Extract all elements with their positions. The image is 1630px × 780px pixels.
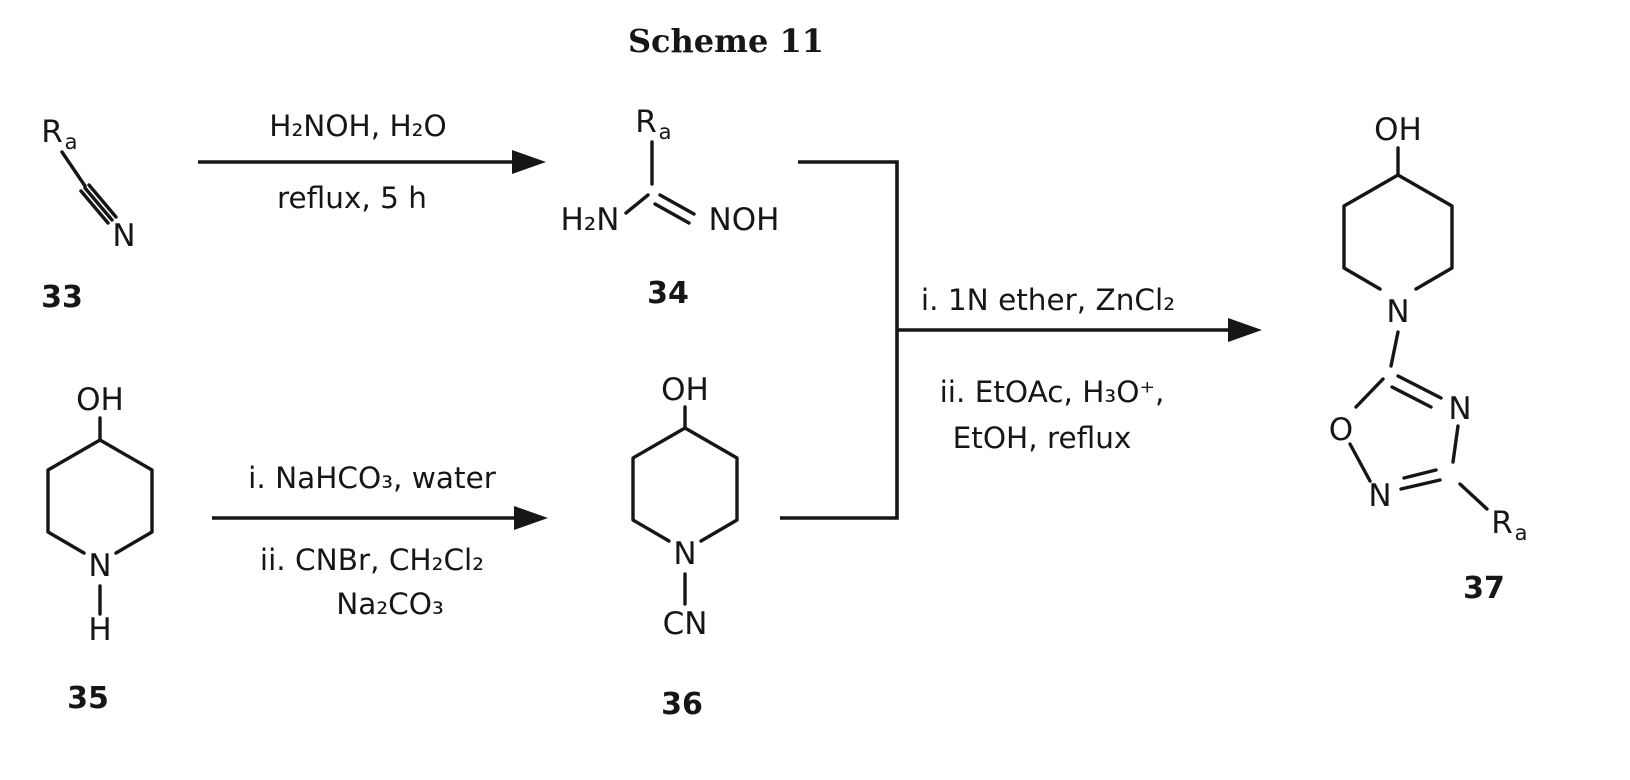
compound-36: OH N CN 36	[631, 372, 739, 722]
conditions-below-1: ii. EtOAc, H₃O⁺,	[940, 375, 1165, 409]
r-group-subscript: a	[659, 120, 672, 144]
arrowhead-icon	[514, 506, 548, 530]
reaction-arrow-1: H₂NOH, H₂O reflux, 5 h	[198, 109, 546, 215]
reagents-above: i. NaHCO₃, water	[248, 461, 497, 495]
oxygen-label: O	[1329, 412, 1353, 448]
compound-number: 34	[647, 276, 689, 311]
oxadiazole-n2-label: N	[1368, 478, 1391, 514]
conditions-below-2: Na₂CO₃	[336, 587, 444, 621]
bond-c3-r	[1458, 482, 1489, 511]
double-bond-line	[1402, 468, 1438, 480]
compound-37: OH N O N N R a 37	[1329, 112, 1528, 606]
compound-number: 37	[1463, 571, 1505, 606]
compound-35: OH N H 35	[46, 382, 154, 716]
double-bond-c3-n2	[1399, 468, 1442, 491]
reagents-above: i. 1N ether, ZnCl₂	[921, 283, 1175, 317]
reagents-above: H₂NOH, H₂O	[269, 109, 446, 143]
ring-right-side	[1396, 173, 1454, 291]
conditions-below-2: EtOH, reflux	[953, 421, 1132, 455]
bond	[624, 193, 650, 215]
r-group-subscript: a	[1515, 521, 1528, 545]
r-group-label: R	[1491, 505, 1513, 541]
ring-left-side	[1342, 173, 1400, 291]
reaction-arrow-3: i. 1N ether, ZnCl₂ ii. EtOAc, H₃O⁺, EtOH…	[897, 283, 1262, 455]
bond-n4-c3	[1451, 424, 1460, 464]
compound-33: R a N 33	[41, 114, 135, 315]
amine-label: H₂N	[561, 202, 620, 238]
compound-number: 35	[67, 681, 109, 716]
triple-bond-line	[87, 183, 118, 219]
double-bond-line	[653, 202, 691, 225]
merge-bracket	[780, 160, 899, 520]
double-bond-line	[1396, 374, 1443, 400]
ring-right-side	[98, 438, 154, 555]
hydroxyl-label: OH	[1374, 112, 1422, 148]
oxime-label: NOH	[709, 202, 780, 238]
r-group-label: R	[635, 104, 657, 140]
double-bond	[653, 193, 696, 225]
ring-nitrogen-label: N	[673, 536, 696, 572]
hydroxyl-label: OH	[661, 372, 709, 408]
ring-right-side	[683, 426, 739, 543]
hydroxyl-label: OH	[76, 382, 124, 418]
triple-bond	[79, 183, 118, 225]
double-bond-line	[1390, 385, 1433, 409]
triple-bond-line	[83, 186, 114, 222]
double-bond-c5-n4	[1390, 374, 1443, 409]
nh-hydrogen-label: H	[88, 612, 111, 648]
triple-bond-line	[79, 189, 110, 225]
r-group-label: R	[41, 114, 63, 150]
bond	[60, 150, 87, 188]
arrowhead-icon	[512, 150, 546, 174]
ring-nitrogen-label: N	[88, 548, 111, 584]
ring-left-side	[46, 438, 102, 555]
arrowhead-icon	[1228, 318, 1262, 342]
ring-nitrogen-label: N	[1386, 294, 1409, 330]
r-group-subscript: a	[65, 130, 78, 154]
bond	[1389, 330, 1400, 368]
compound-number: 33	[41, 280, 83, 315]
scheme-title: Scheme 11	[628, 22, 824, 60]
reaction-arrow-2: i. NaHCO₃, water ii. CNBr, CH₂Cl₂ Na₂CO₃	[212, 461, 548, 621]
bond-n2-o	[1348, 442, 1372, 483]
nitrogen-label: N	[112, 218, 135, 254]
compound-number: 36	[661, 687, 703, 722]
conditions-below-1: ii. CNBr, CH₂Cl₂	[260, 543, 484, 577]
bond-c5-o	[1354, 377, 1385, 409]
cyano-label: CN	[663, 606, 708, 642]
double-bond-line	[658, 193, 696, 216]
conditions-below: reflux, 5 h	[277, 181, 427, 215]
oxadiazole-n4-label: N	[1448, 391, 1471, 427]
ring-left-side	[631, 426, 687, 543]
double-bond-line	[1399, 478, 1442, 491]
compound-34: R a H₂N NOH 34	[561, 104, 780, 311]
